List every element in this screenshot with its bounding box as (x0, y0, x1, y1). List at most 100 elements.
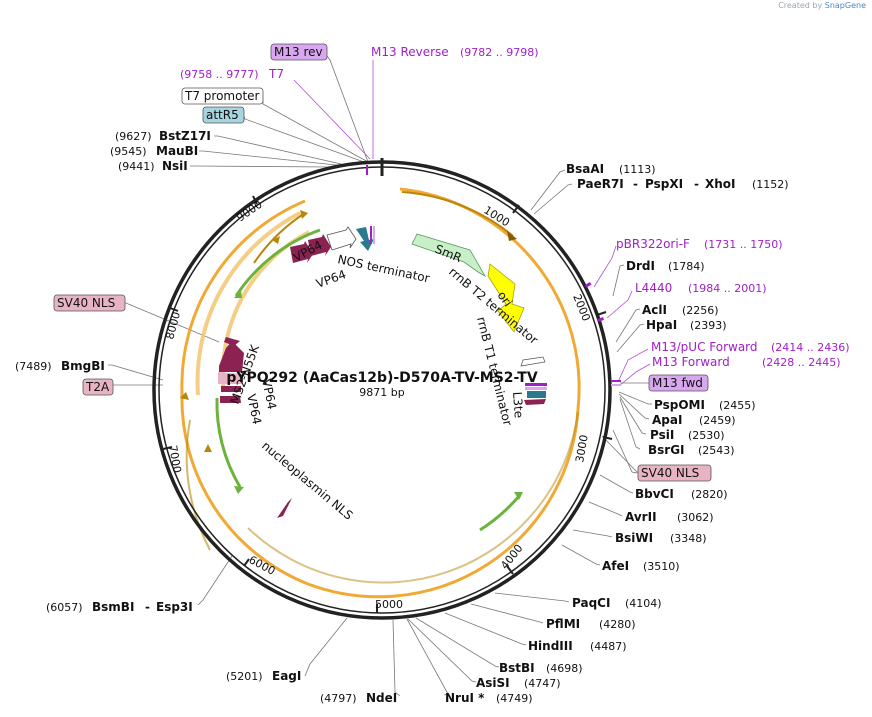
primer-m13-forward: M13 Forward (652, 355, 730, 369)
site-bstz17i-pos: (9627) (115, 130, 152, 143)
primer-tick-m13b (611, 384, 621, 386)
site-bsrgi: BsrGI (648, 443, 685, 457)
site-bmgbi: BmgBI (61, 359, 105, 373)
plasmid-length: 9871 bp (359, 386, 404, 399)
site-pflmi: PflMI (546, 617, 580, 631)
l3te-label: L3te (510, 391, 526, 418)
primer-pbr322ori-f: pBR322ori-F (616, 237, 690, 251)
site-asisi-pos: (4747) (524, 677, 561, 690)
nos-terminator-shape (326, 226, 357, 251)
vp64-shape-a (308, 234, 331, 256)
site-paqci: PaqCI (572, 596, 610, 610)
plasmid-name: pYPQ292 (AaCas12b)-D570A-TV-MS2-TV (226, 370, 538, 386)
vp64-label-b: VP64 (314, 267, 348, 291)
rrnb-t2-shape (520, 356, 546, 367)
sep-3: - (145, 600, 150, 614)
site-apai-pos: (2459) (699, 414, 736, 427)
site-pspomi: PspOMI (654, 398, 705, 412)
tick-4000: 4000 (498, 542, 525, 572)
sv40-nls-shape-right (524, 399, 546, 405)
site-avrii: AvrII (625, 510, 657, 524)
m13-rev-box: M13 rev (274, 45, 323, 59)
m13-fwd-mark (525, 387, 547, 390)
site-xhoi: XhoI (705, 177, 736, 191)
site-maubi: MauBI (156, 144, 198, 158)
tick-9000: 9000 (234, 198, 264, 225)
sep-2: - (694, 177, 699, 191)
site-bsmbi: BsmBI (92, 600, 134, 614)
site-acli-pos: (2256) (682, 304, 719, 317)
vp64-shape-c (221, 386, 241, 392)
site-ndei-pos: (4797) (320, 692, 357, 705)
t2a-box: T2A (85, 380, 110, 394)
primer-pbr322ori-f-pos: (1731 .. 1750) (704, 238, 783, 251)
snapgene-logo: SnapGene (824, 1, 866, 10)
site-hpai: HpaI (646, 318, 677, 332)
primer-labels: M13 Reverse (9782 .. 9798) (9758 .. 9777… (180, 45, 850, 369)
site-drdi-pos: (1784) (668, 260, 705, 273)
right-sites: BsaAI (1113) PaeR7I - PspXI - XhoI (1152… (445, 162, 789, 705)
primer-t7-pos: (9758 .. 9777) (180, 68, 259, 81)
vp64-label-d: VP64 (244, 393, 264, 426)
tick-5000: 5000 (375, 598, 403, 611)
site-avrii-pos: (3062) (677, 511, 714, 524)
primer-leader-lines (293, 60, 651, 387)
sep-1: - (633, 177, 638, 191)
primer-mark-fwd (525, 383, 547, 386)
sv40-nls-box-left: SV40 NLS (57, 296, 115, 310)
tick-7000: 7000 (166, 444, 184, 474)
attr5-box: attR5 (206, 108, 239, 122)
site-bsmbi-pos: (6057) (46, 601, 83, 614)
site-acli: AclI (642, 303, 667, 317)
feature-arcs (180, 191, 579, 584)
t2a-shape (218, 372, 243, 384)
primer-m13-puc-forward-pos: (2414 .. 2436) (771, 341, 850, 354)
smr-arrow (411, 233, 487, 278)
primer-tick-l4440 (597, 316, 605, 322)
site-bbvci: BbvCI (635, 487, 674, 501)
boxed-labels: M13 rev T7 promoter attR5 SV40 NLS T2A M… (53, 43, 712, 482)
site-bsaai-pos: (1113) (619, 163, 656, 176)
primer-m13-forward-pos: (2428 .. 2445) (762, 356, 841, 369)
site-hindiii: HindIII (528, 639, 573, 653)
vp64-shape-b (290, 241, 313, 263)
site-psii-pos: (2530) (688, 429, 725, 442)
site-asisi: AsiSI (476, 676, 510, 690)
vp64-shape-d (220, 396, 241, 403)
primer-l4440: L4440 (635, 281, 672, 295)
site-bmgbi-pos: (7489) (15, 360, 52, 373)
attr5-shape (356, 227, 374, 251)
site-drdi: DrdI (626, 259, 655, 273)
primer-m13-reverse-pos: (9782 .. 9798) (460, 46, 539, 59)
site-bsaai: BsaAI (566, 162, 604, 176)
site-paer7i: PaeR7I (577, 177, 624, 191)
primer-m13-reverse: M13 Reverse (371, 45, 449, 59)
site-paqci-pos: (4104) (625, 597, 662, 610)
tick-marks (162, 195, 613, 613)
m13-rev-mark (373, 226, 375, 244)
nos-terminator-label: NOS terminator (336, 252, 431, 285)
site-hpai-pos: (2393) (690, 319, 727, 332)
site-bsrgi-pos: (2543) (698, 444, 735, 457)
credit-created-by: Created by (778, 1, 823, 10)
ms2-shape (219, 341, 244, 372)
site-bsiwi: BsiWI (615, 531, 653, 545)
site-nrui: NruI * (445, 691, 485, 705)
site-afei: AfeI (602, 559, 629, 573)
snapgene-credit: Created by SnapGene (778, 1, 866, 10)
site-esp3i: Esp3I (156, 600, 193, 614)
site-nsii-pos: (9441) (118, 160, 155, 173)
site-bstbi: BstBI (499, 661, 535, 675)
tick-3000: 3000 (573, 434, 591, 464)
l3te-shape (527, 391, 546, 398)
site-pspxi: PspXI (645, 177, 683, 191)
primer-tick-top (366, 165, 368, 175)
ori-arrow (487, 263, 525, 333)
site-eagi: EagI (272, 669, 301, 683)
primer-m13-puc-forward: M13/pUC Forward (651, 340, 758, 354)
site-afei-pos: (3510) (643, 560, 680, 573)
smr-label: SmR (433, 242, 464, 265)
site-psii: PsiI (650, 428, 674, 442)
site-bstz17i: BstZ17I (159, 129, 211, 143)
